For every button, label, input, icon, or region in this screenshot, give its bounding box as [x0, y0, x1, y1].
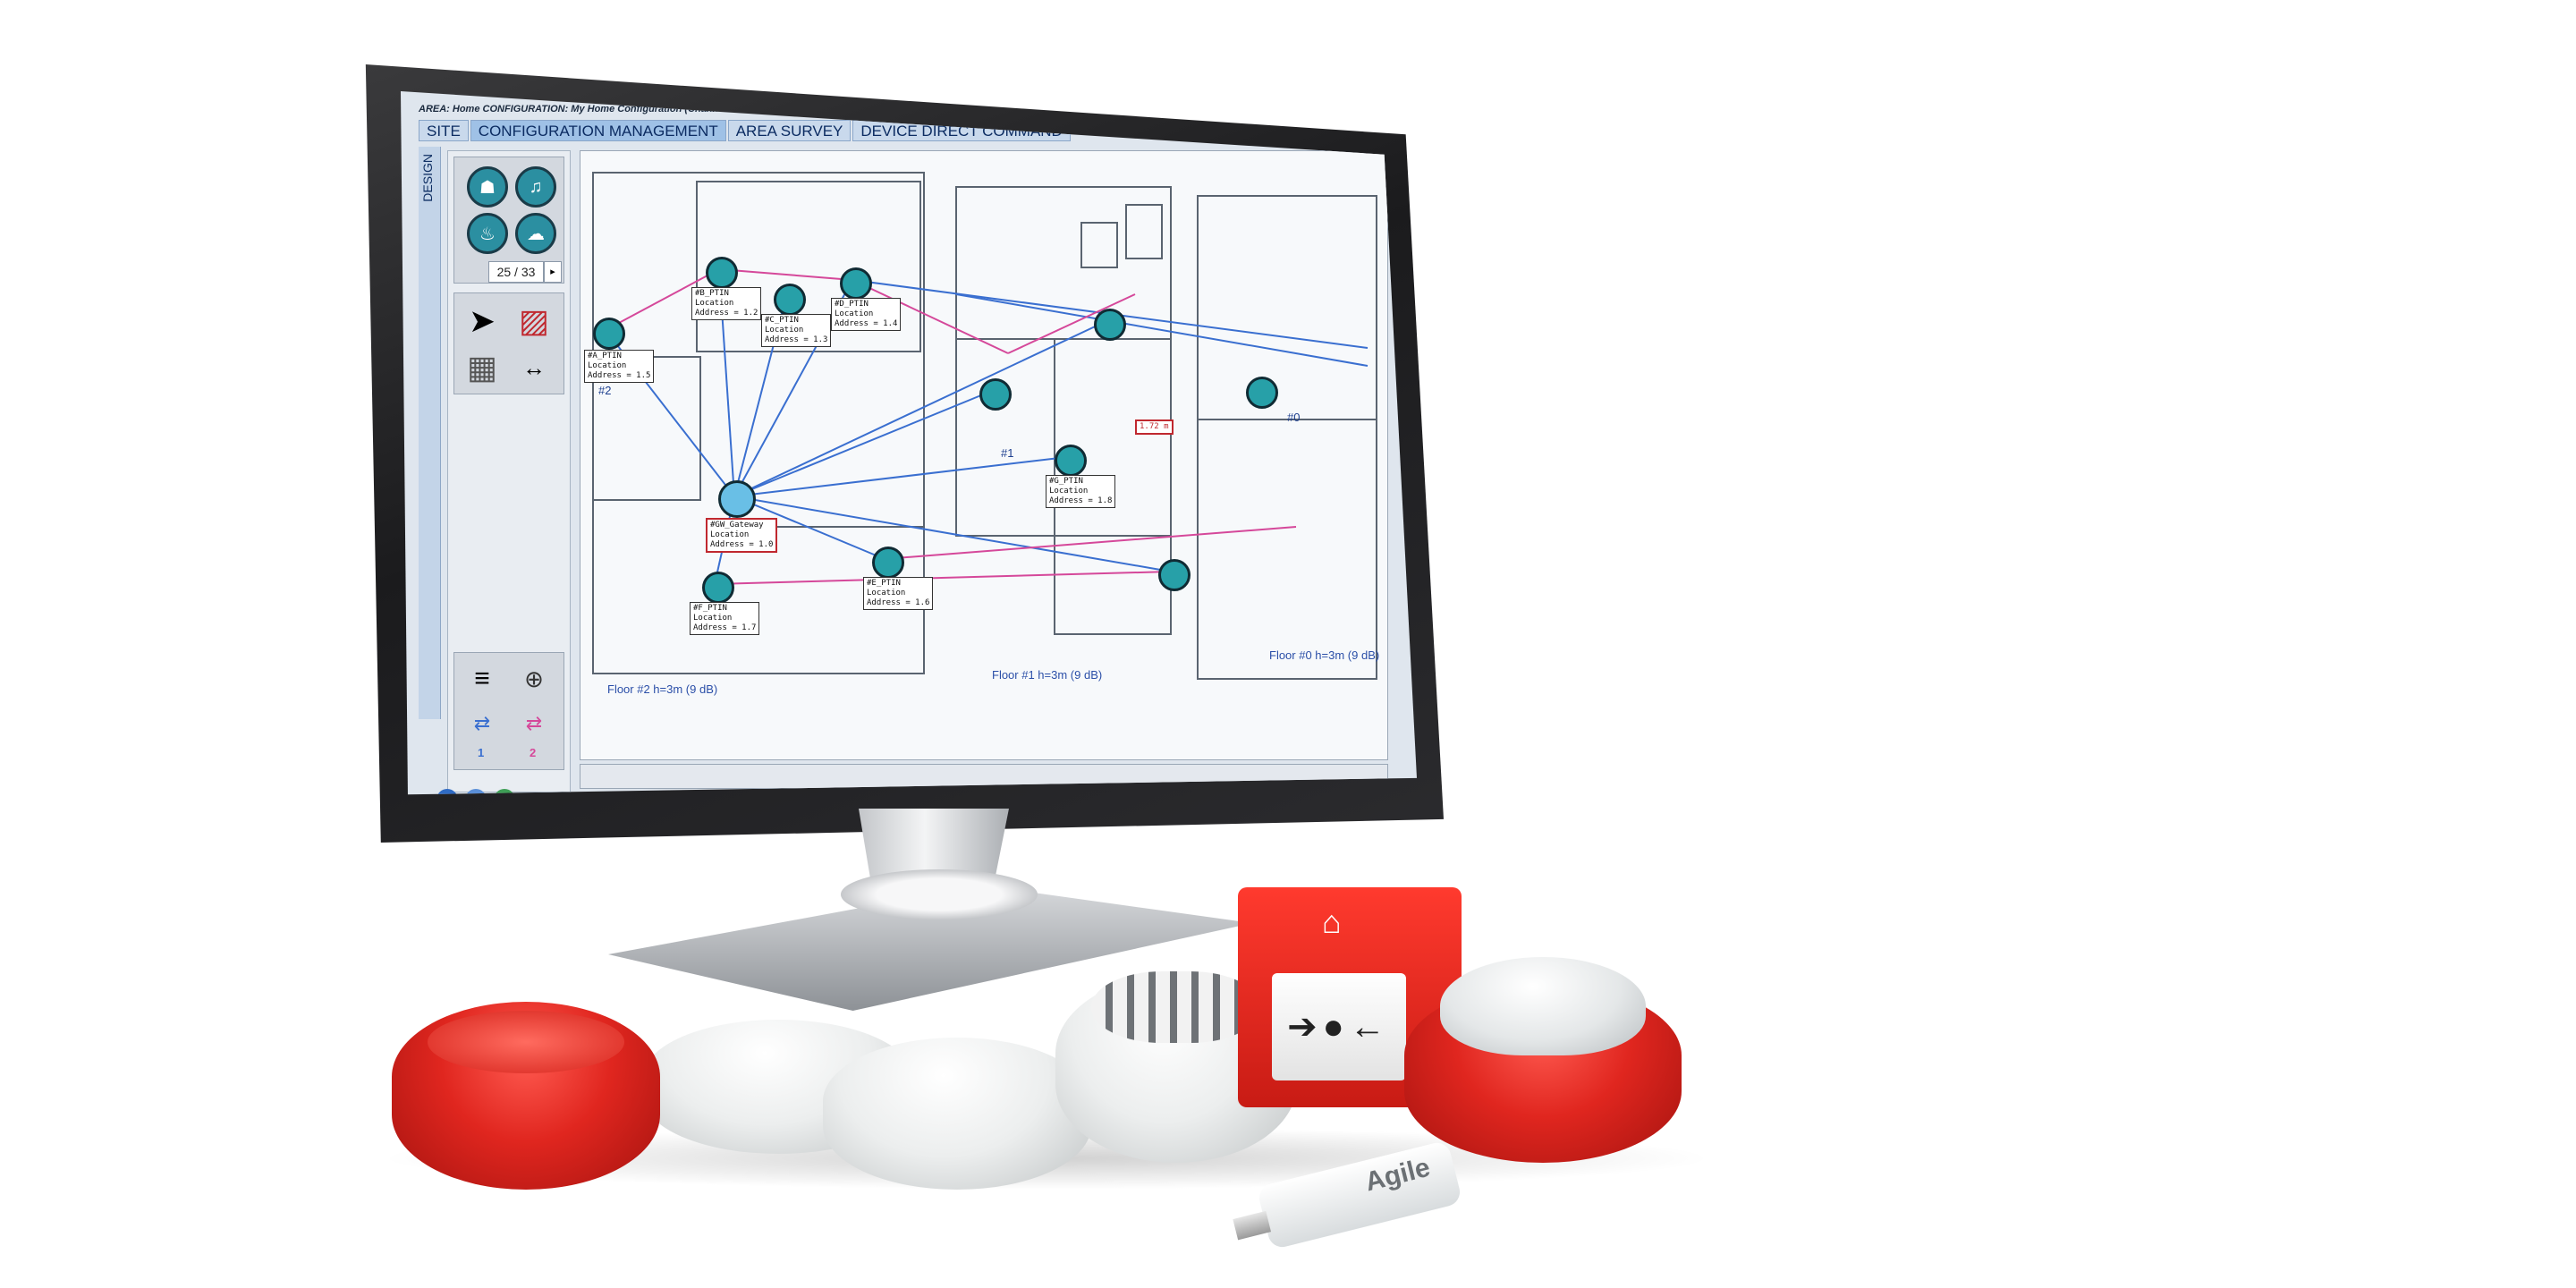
link-layer-2-icon[interactable]: ⇄ [525, 712, 543, 734]
wall-icon[interactable]: ▦ [466, 349, 497, 386]
device-node[interactable] [872, 547, 904, 579]
side-tab-design[interactable]: DESIGN [420, 154, 435, 202]
device-node[interactable] [840, 267, 872, 300]
eraser-icon[interactable]: ▨ [518, 302, 549, 339]
layer-2-label: 2 [530, 746, 537, 759]
gateway-label: #GW_Gateway Location Address = 1.0 [706, 518, 778, 553]
measure-icon[interactable]: ↔ [522, 353, 546, 381]
device-label: #G_PTIN Location Address = 1.8 [1046, 475, 1116, 508]
app-screen: AREA: Home CONFIGURATION: My Home Config… [401, 91, 1417, 795]
device-label: #C_PTIN Location Address = 1.3 [761, 314, 832, 347]
device-node[interactable] [706, 257, 738, 289]
floor-2-label: Floor #2 h=3m (9 dB) [607, 682, 718, 696]
floor-0-label: Floor #0 h=3m (9 dB) [1269, 648, 1380, 662]
link-layer-1-icon[interactable]: ⇄ [473, 712, 491, 734]
house-fire-icon: ⌂ [1322, 903, 1342, 940]
tab-bar: SITE CONFIGURATION MANAGEMENT AREA SURVE… [419, 120, 1071, 141]
device-palette: ☗ ♫ ♨ ☁ 25 / 33 ▸ ➤ ▨ ▦ ↔ ≡ ⊕ ⇄ ⇄ 1 2 [447, 150, 571, 792]
tab-area-survey[interactable]: AREA SURVEY [727, 120, 852, 141]
smoke-detector-icon[interactable]: ☁ [515, 213, 556, 254]
device-label: #D_PTIN Location Address = 1.4 [831, 298, 902, 331]
device-node[interactable] [1246, 377, 1278, 409]
monitor: AREA: Home CONFIGURATION: My Home Config… [361, 64, 1444, 916]
usb-plug [1233, 1210, 1272, 1241]
tab-configuration-management[interactable]: CONFIGURATION MANAGEMENT [470, 120, 726, 141]
floorplan-canvas[interactable]: #A_PTIN Location Address = 1.5 #B_PTIN L… [580, 150, 1388, 760]
floor-2-marker: #2 [598, 384, 612, 397]
node-link-icon[interactable]: ⊕ [524, 665, 544, 692]
floorplan-walls [592, 172, 1377, 680]
layers-icon[interactable]: ≡ [474, 664, 490, 693]
device-label: #E_PTIN Location Address = 1.6 [863, 577, 934, 610]
usb-brand-logo: Agile [1361, 1152, 1434, 1198]
floorplan-drawing [592, 172, 1377, 680]
device-node[interactable] [702, 572, 734, 604]
device-node[interactable] [774, 284, 806, 316]
device-node[interactable] [1055, 445, 1087, 477]
sounder-top [428, 1011, 624, 1073]
device-label: #F_PTIN Location Address = 1.7 [690, 602, 760, 635]
detector-device-icon[interactable]: ☗ [467, 166, 508, 208]
floor-1-marker: #1 [1001, 446, 1014, 460]
monitor-stand-ring [841, 869, 1038, 919]
device-label: #B_PTIN Location Address = 1.2 [691, 287, 762, 320]
select-arrow-icon[interactable]: ➤ [468, 302, 496, 339]
sounder-device-icon[interactable]: ♫ [515, 166, 556, 208]
floor-0-marker: #0 [1287, 411, 1301, 424]
radio-links-pink [605, 268, 1297, 585]
drawing-tools: ➤ ▨ ▦ ↔ [453, 292, 564, 394]
device-node[interactable] [1158, 559, 1191, 591]
heat-detector-icon[interactable]: ♨ [467, 213, 508, 254]
layer-1-label: 1 [478, 746, 485, 759]
side-tab-strip: DESIGN [419, 147, 441, 719]
smoke-detector-vents [1091, 971, 1261, 1043]
next-page-button[interactable]: ▸ [544, 261, 562, 283]
floor-1-label: Floor #1 h=3m (9 dB) [992, 668, 1103, 682]
layer-tools: ≡ ⊕ ⇄ ⇄ 1 2 [453, 652, 564, 770]
info-icon[interactable]: i [436, 789, 458, 795]
white-detector-base [823, 1038, 1091, 1190]
device-picker: ☗ ♫ ♨ ☁ 25 / 33 ▸ [453, 157, 564, 284]
tab-site[interactable]: SITE [419, 120, 469, 141]
device-label: #A_PTIN Location Address = 1.5 [584, 350, 655, 383]
distance-tag: 1.72 m [1135, 419, 1174, 435]
device-node[interactable] [979, 378, 1012, 411]
device-node[interactable] [593, 318, 625, 350]
beacon-lens [1440, 957, 1646, 1055]
device-node[interactable] [1094, 309, 1126, 341]
call-point-window: ➔●← [1272, 973, 1406, 1080]
gateway-node[interactable] [718, 480, 756, 518]
page-indicator: 25 / 33 [488, 261, 544, 283]
